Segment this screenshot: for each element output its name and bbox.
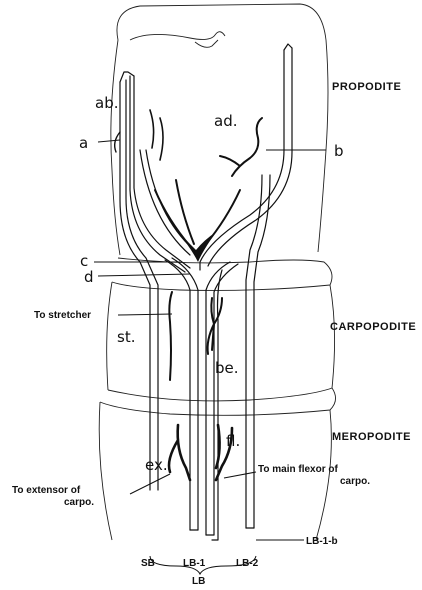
label-b: b [334,142,344,160]
label-to-extensor: To extensor of [12,485,81,496]
carpopodite-left-edge [107,282,112,390]
branch-ex [169,425,190,480]
nerve-crossing [165,258,238,540]
label-ex: ex. [145,456,168,474]
label-to-stretcher: To stretcher [34,310,91,321]
label-carpopodite: CARPOPODITE [330,321,416,333]
nerve-bundle-left [120,72,194,490]
branch-st [169,292,172,380]
leader-lines [94,140,326,574]
nerve-ab-tip [120,72,134,82]
branch-be [208,298,222,354]
nerve-b-tip [284,44,292,50]
label-st: st. [117,328,135,346]
label-sb: SB [141,558,155,569]
nerve-a-strand-1 [120,82,150,490]
leader-flexor [224,472,256,478]
leader-d [98,274,190,276]
label-lb: LB [192,576,205,587]
label-be: be. [215,359,239,377]
nerve-lb1-cap [190,530,214,535]
branch-a [115,132,120,152]
nerve-ab-strand-2 [134,76,190,268]
nerve-cross-1 [165,260,190,530]
junction-branches [155,180,240,246]
propodite-fold [130,32,225,40]
leader-stretcher [118,314,172,315]
leader-a [98,140,120,142]
label-fl: fl. [226,432,240,450]
carpopodite-right-edge [330,285,335,388]
label-to-extensor-2: carpo. [64,497,94,508]
label-lb2: LB-2 [236,558,259,569]
label-lb1b: LB-1-b [306,536,338,547]
label-ab: ab. [95,94,118,112]
label-meropodite: MEROPODITE [332,431,411,443]
label-lb1: LB-1 [183,558,206,569]
label-to-flexor: To main flexor of [258,464,338,475]
meropodite-left-edge [99,402,112,540]
meropodite-right-edge [316,410,331,540]
label-to-flexor-2: carpo. [340,476,370,487]
label-a: a [79,134,88,152]
label-d: d [84,268,94,286]
propodite-notch [195,40,218,47]
label-ad: ad. [214,112,237,130]
branch-central-top [150,110,163,160]
nerve-central-left [140,150,190,255]
label-propodite: PROPODITE [332,81,401,93]
branches [115,110,262,480]
nerve-cross-2 [172,258,198,530]
